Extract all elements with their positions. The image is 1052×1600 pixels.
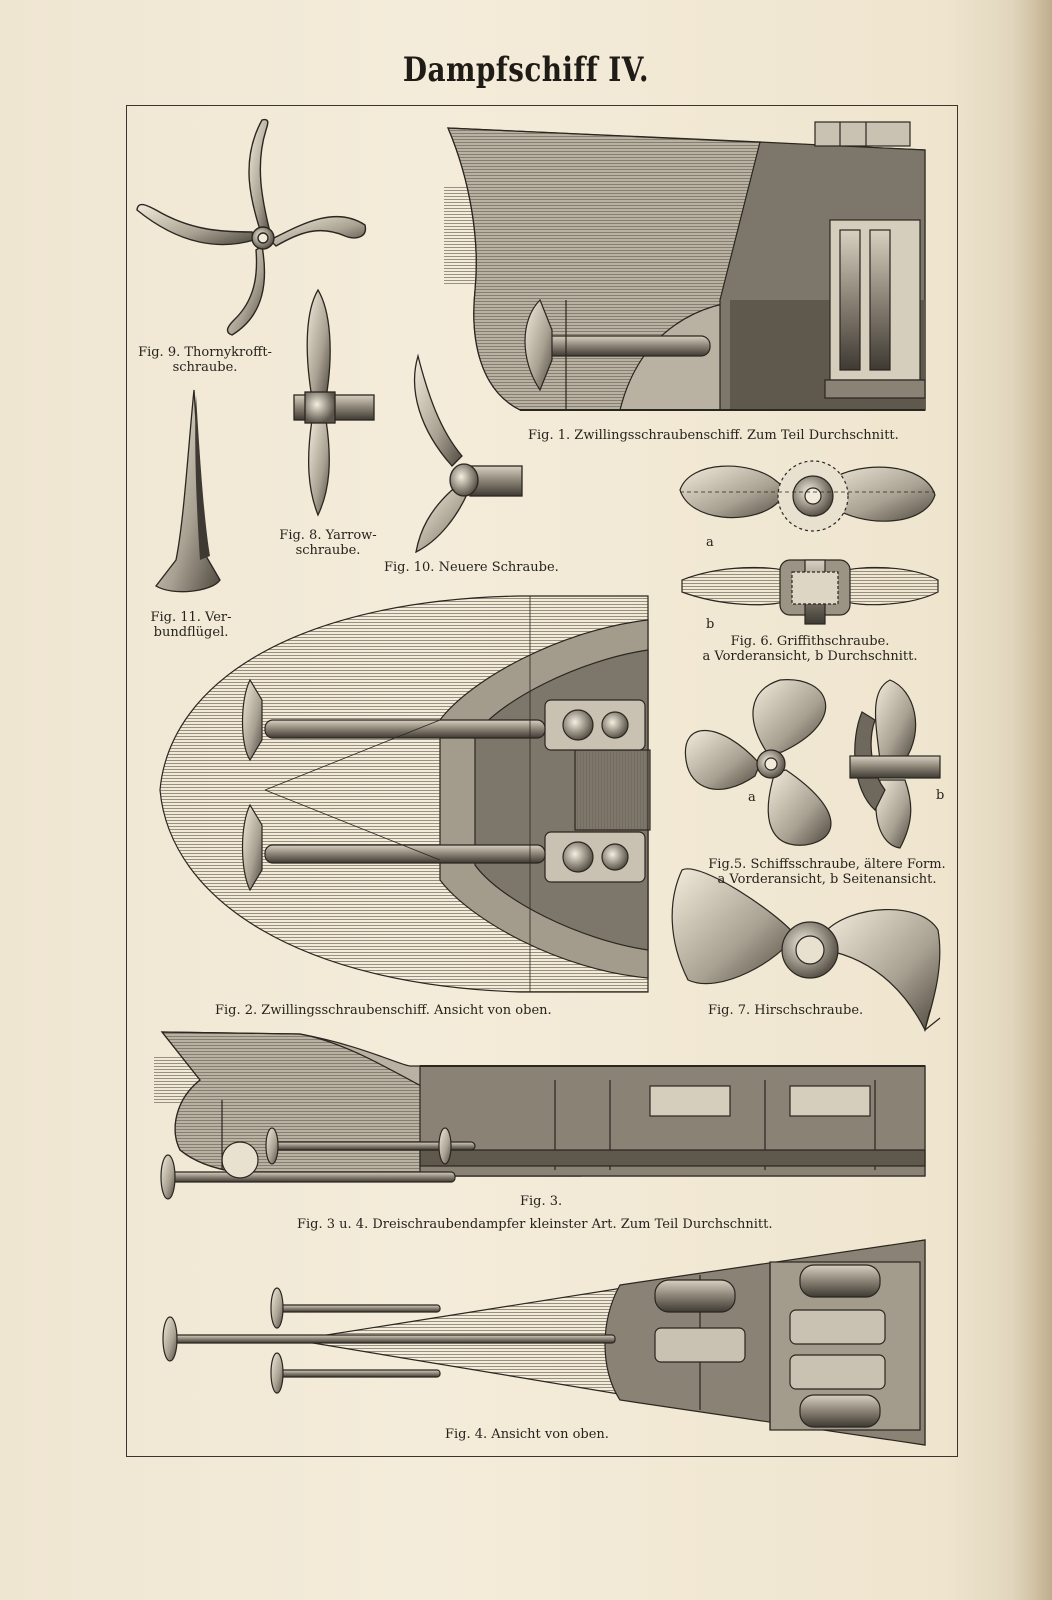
- caption-fig11-line1: Fig. 11. Ver-: [150, 610, 232, 625]
- caption-fig5-label-a: a: [748, 790, 756, 805]
- plate-frame: [126, 105, 958, 1457]
- plate-title: Dampfschiff IV.: [402, 50, 650, 90]
- caption-fig9-line1: Fig. 9. Thornykrofft-: [138, 345, 272, 360]
- fig5b-propeller-side-view: [849, 679, 941, 849]
- caption-fig2: Fig. 2. Zwillingsschraubenschiff. Ansich…: [215, 1003, 552, 1018]
- caption-fig4: Fig. 4. Ansicht von oben.: [445, 1427, 609, 1442]
- fig8-yarrow-propeller: [293, 288, 375, 517]
- caption-fig6-label-a: a: [706, 535, 714, 550]
- caption-fig10: Fig. 10. Neuere Schraube.: [384, 560, 559, 575]
- caption-fig6-label-b: b: [706, 617, 715, 632]
- fig6b-griffith-section: [681, 559, 939, 625]
- caption-fig7: Fig. 7. Hirschschraube.: [708, 1003, 864, 1018]
- caption-fig5-line1: Fig.5. Schiffsschraube, ältere Form.: [708, 857, 946, 872]
- fig2-twin-screw-ship-top-view: [159, 595, 651, 993]
- fig6a-griffith-front-view: [679, 460, 936, 532]
- caption-fig5-line2: a Vorderansicht, b Seitenansicht.: [717, 872, 937, 887]
- fig11-compound-blade: [155, 389, 221, 593]
- caption-fig8-line1: Fig. 8. Yarrow-: [279, 528, 377, 543]
- fig7-hirsch-propeller: [671, 868, 941, 1032]
- caption-fig9-line2: schraube.: [172, 360, 238, 375]
- fig5a-propeller-front-view: [684, 679, 832, 846]
- caption-fig11: Fig. 11. Ver- bundflügel.: [136, 610, 246, 640]
- caption-fig1: Fig. 1. Zwillingsschraubenschiff. Zum Te…: [528, 428, 899, 443]
- fig3-three-screw-steamer-section: [154, 1031, 926, 1200]
- fig9-thornykrofft-propeller: [136, 118, 367, 336]
- fig1-twin-screw-ship-section: [444, 121, 926, 411]
- caption-fig8-line2: schraube.: [295, 543, 361, 558]
- caption-fig9: Fig. 9. Thornykrofft- schraube.: [130, 345, 280, 375]
- caption-fig5: Fig.5. Schiffsschraube, ältere Form. a V…: [702, 857, 952, 887]
- caption-fig6-line1: Fig. 6. Griffithschraube.: [730, 634, 890, 649]
- caption-fig8: Fig. 8. Yarrow- schraube.: [268, 528, 388, 558]
- caption-fig11-line2: bundflügel.: [153, 625, 229, 640]
- caption-fig6-line2: a Vorderansicht, b Durchschnitt.: [702, 649, 918, 664]
- caption-fig5-label-b: b: [936, 788, 945, 803]
- caption-fig6: Fig. 6. Griffithschraube. a Vorderansich…: [690, 634, 930, 664]
- fig4-three-screw-steamer-top-view: [162, 1239, 926, 1446]
- fig10-newer-propeller: [413, 353, 523, 554]
- caption-fig3: Fig. 3.: [520, 1194, 563, 1209]
- caption-fig3-and-4: Fig. 3 u. 4. Dreischraubendampfer kleins…: [297, 1217, 773, 1232]
- paper-edge-shadow: [1012, 0, 1052, 1600]
